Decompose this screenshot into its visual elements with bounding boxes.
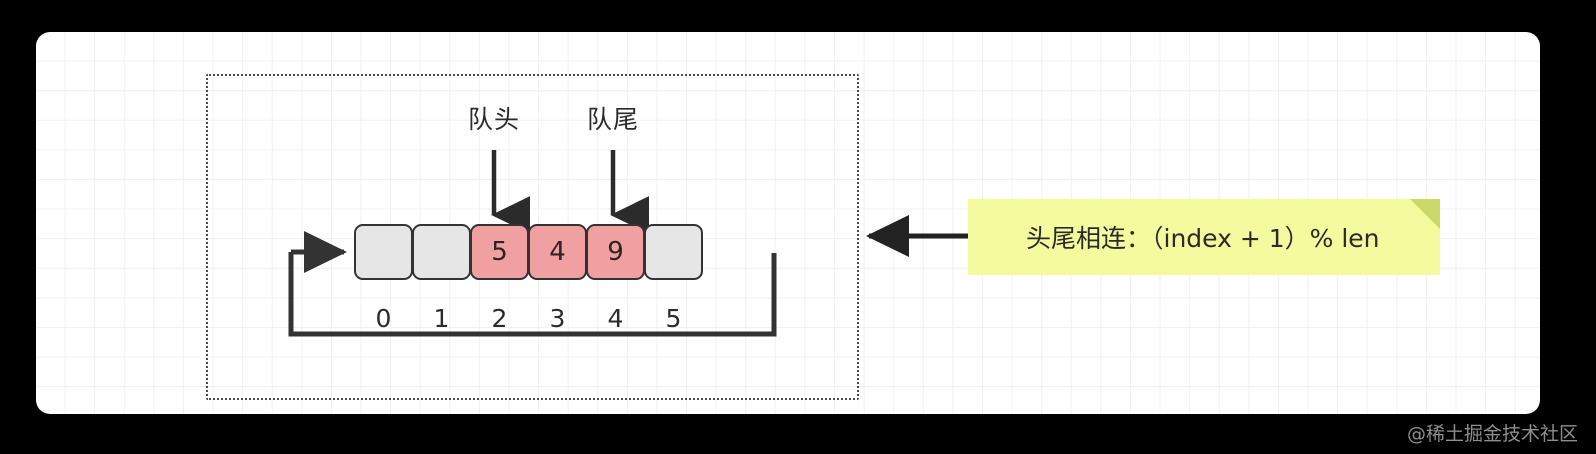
array-cell[interactable]: 4 — [528, 224, 587, 280]
array-cell[interactable] — [354, 224, 413, 280]
dotted-container — [206, 74, 859, 400]
array-index: 2 — [491, 304, 508, 333]
sticky-note-text: 头尾相连：（index + 1）% len — [1026, 224, 1380, 253]
queue-head-label: 队头 — [467, 105, 521, 134]
array-index: 3 — [549, 304, 566, 333]
watermark: @稀土掘金技术社区 — [1406, 423, 1578, 445]
array-cell[interactable] — [412, 224, 471, 280]
array-cell[interactable] — [644, 224, 703, 280]
array-cell[interactable]: 9 — [586, 224, 645, 280]
array-cells: 5 4 9 — [354, 224, 703, 280]
array-cell-value: 9 — [607, 237, 624, 267]
array-index: 1 — [433, 304, 450, 333]
array-index: 4 — [607, 304, 624, 333]
array-index: 5 — [665, 304, 682, 333]
array-cell-value: 4 — [549, 237, 566, 267]
queue-tail-label: 队尾 — [586, 105, 640, 134]
diagram-canvas: 队头 队尾 5 4 9 0 1 2 3 4 5 — [36, 32, 1540, 414]
array-index-labels: 0 1 2 3 4 5 — [354, 304, 702, 333]
array-cell-value: 5 — [491, 237, 508, 267]
note-fold-corner-icon — [1410, 199, 1440, 229]
sticky-note: 头尾相连：（index + 1）% len — [968, 199, 1440, 275]
array-cell[interactable]: 5 — [470, 224, 529, 280]
array-index: 0 — [375, 304, 392, 333]
